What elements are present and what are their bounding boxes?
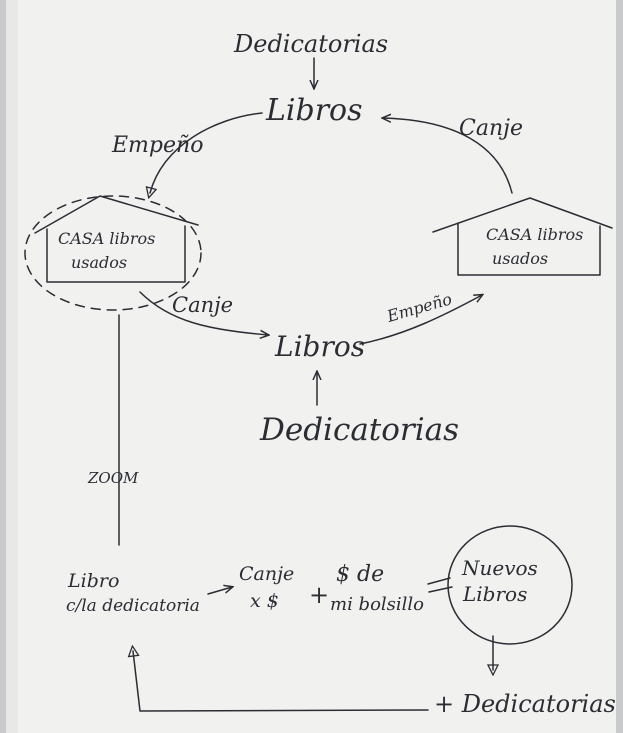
middle-left-label: Canje <box>172 293 233 317</box>
zoom-circle <box>24 195 202 311</box>
exchange-line2: x $ <box>250 590 279 612</box>
result-line1: Nuevos <box>461 556 538 580</box>
right-house-line2: usados <box>492 249 548 268</box>
right-arrow-label: Canje <box>459 116 523 141</box>
feedback-loop-line <box>133 651 429 712</box>
bottom-dedications-label: Dedicatorias <box>259 412 459 448</box>
arrow-empeno-middle <box>359 295 482 345</box>
equals-label: = <box>0 0 1 1</box>
paper-sheet <box>6 0 616 733</box>
top-dedications-label: Dedicatorias <box>233 30 388 58</box>
left-house-icon <box>34 195 199 283</box>
right-house-icon <box>432 197 613 276</box>
zoom-label: ZOOM <box>87 469 139 487</box>
top-books-label: Libros <box>265 93 363 128</box>
right-house-line1: CASA libros <box>486 225 583 244</box>
left-house-line1: CASA libros <box>58 229 155 248</box>
book-line1: Libro <box>67 570 119 592</box>
book-line2: c/la dedicatoria <box>66 596 200 616</box>
arrow-empeno-top <box>150 112 263 193</box>
arrow-canje-middle <box>139 291 268 335</box>
footer-dedications-label: + Dedicatorias <box>434 690 616 718</box>
arrow-book-to-exchange <box>207 587 232 595</box>
exchange-line1: Canje <box>239 563 294 585</box>
plus-sign: + <box>309 581 329 609</box>
left-arrow-label: Empeño <box>111 133 203 158</box>
result-line2: Libros <box>462 582 527 606</box>
left-house-line2: usados <box>71 253 127 272</box>
middle-books-label: Libros <box>274 330 365 363</box>
pocket-line2: mi bolsillo <box>330 594 424 615</box>
result-circle <box>447 525 573 645</box>
arrow-canje-top <box>383 118 513 194</box>
pocket-line1: $ de <box>336 562 384 587</box>
